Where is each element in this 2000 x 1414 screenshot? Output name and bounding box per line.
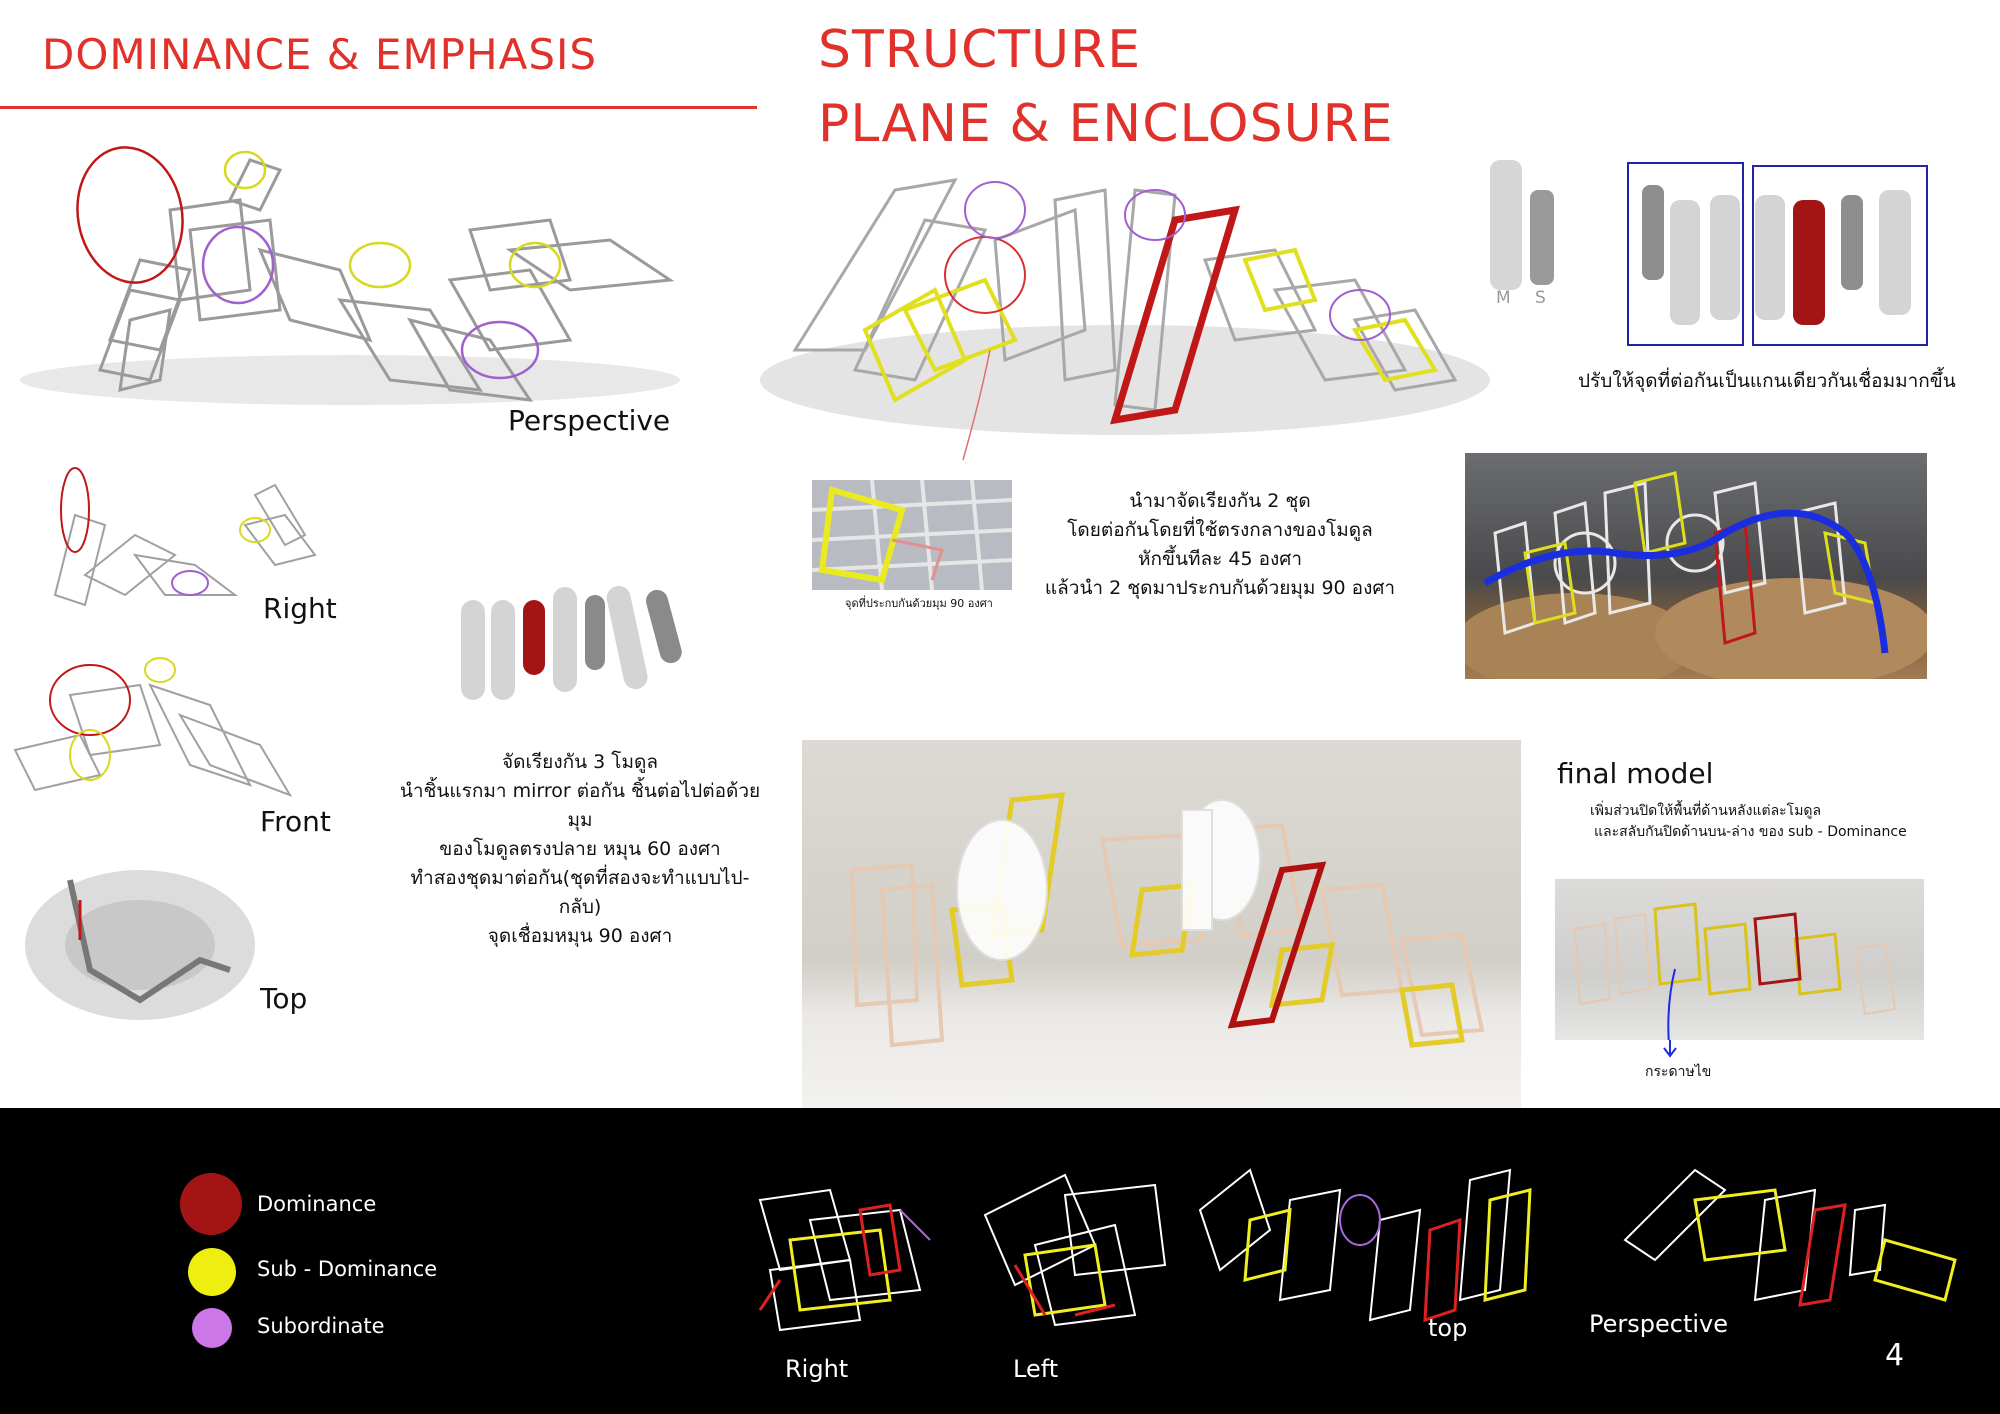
footer-top-label: top [1428,1314,1468,1342]
top-label: Top [260,982,308,1015]
structure-wireframe-drawing [760,178,1490,461]
connection-detail-image [812,480,1012,590]
final-model-photo-small [1555,879,1924,1040]
legend-sub-dominance: Sub - Dominance [257,1257,438,1281]
ms-label-s: S [1535,288,1546,308]
legend-subordinate: Subordinate [257,1314,385,1338]
front-view-drawing [13,657,293,797]
arrange-three-line-3: ของโมดูลตรงปลาย หมุน 60 องศา [439,838,721,860]
paper-label: กระดาษไข [1645,1064,1712,1080]
title-dominance-emphasis: DOMINANCE & EMPHASIS [42,30,598,79]
arrange-two-line-4: แล้วนำ 2 ชุดมาประกบกันด้วยมุม 90 องศา [1044,577,1396,599]
ms-bars [1490,160,1554,290]
dominance-dot-icon [180,1173,242,1235]
title-structure: STRUCTURE [818,20,1142,80]
footer-right-view-drawing [758,1188,931,1332]
footer-right-label: Right [785,1355,849,1383]
final-desc-line-1: เพิ่มส่วนปิดให้พื้นที่ด้านหลังแต่ละโมดูล [1590,803,1822,819]
final-model-label: final model [1557,757,1714,790]
front-label: Front [260,805,331,838]
footer-left-view-drawing [983,1173,1167,1327]
right-view-drawing [53,467,317,607]
perspective-label: Perspective [508,404,671,437]
final-desc-line-2: และสลับกันปิดด้านบน-ล่าง ของ sub - Domin… [1594,824,1907,840]
footer-top-view-drawing [1198,1168,1532,1323]
aligned-module-boxes [1627,162,1928,346]
arrange-two-line-2: โดยต่อกันโดยที่ใช้ตรงกลางของโมดูล [1067,519,1373,541]
arrange-two-note: นำมาจัดเรียงกัน 2 ชุด โดยต่อกันโดยที่ใช้… [1030,487,1410,603]
title-plane-enclosure: PLANE & ENCLOSURE [818,94,1394,154]
title-underline [0,106,757,109]
legend-dominance: Dominance [257,1192,377,1216]
footer-left-label: Left [1013,1355,1059,1383]
page-number: 4 [1885,1338,1905,1373]
ms-label-m: M [1496,288,1511,308]
connection-caption: จุดที่ประกบกันด้วยมุม 90 องศา [845,597,993,610]
legend-footer [0,1108,2000,1414]
arrange-three-line-5: จุดเชื่อมหมุน 90 องศา [487,925,673,947]
top-view-drawing [25,870,255,1020]
right-label: Right [263,592,337,625]
final-model-photo-large [802,740,1521,1108]
arrange-two-line-1: นำมาจัดเรียงกัน 2 ชุด [1129,490,1311,512]
paper-arrow [1663,1040,1677,1058]
sub-dominance-dot-icon [188,1248,236,1296]
arrange-three-line-2: นำชิ้นแรกมา mirror ต่อกัน ชิ้นต่อไปต่อด้… [399,780,761,831]
arrange-three-note: จัดเรียงกัน 3 โมดูล นำชิ้นแรกมา mirror ต… [390,748,770,951]
subordinate-dot-icon [192,1308,232,1348]
arrange-two-line-3: หักขึ้นทีละ 45 องศา [1137,548,1303,570]
perspective-wireframe-drawing [20,146,680,405]
arrange-three-line-4: ทำสองชุดมาต่อกัน(ชุดที่สองจะทำแบบไป-กลับ… [410,867,750,918]
module-bars-left [461,585,682,700]
align-axis-note: ปรับให้จุดที่ต่อกันเป็นแกนเดียวกันเชื่อม… [1578,370,1956,392]
footer-perspective-drawing [1623,1168,1957,1307]
footer-perspective-label: Perspective [1589,1310,1728,1338]
model-axis-photo [1465,453,1927,679]
arrange-three-line-1: จัดเรียงกัน 3 โมดูล [502,751,658,773]
